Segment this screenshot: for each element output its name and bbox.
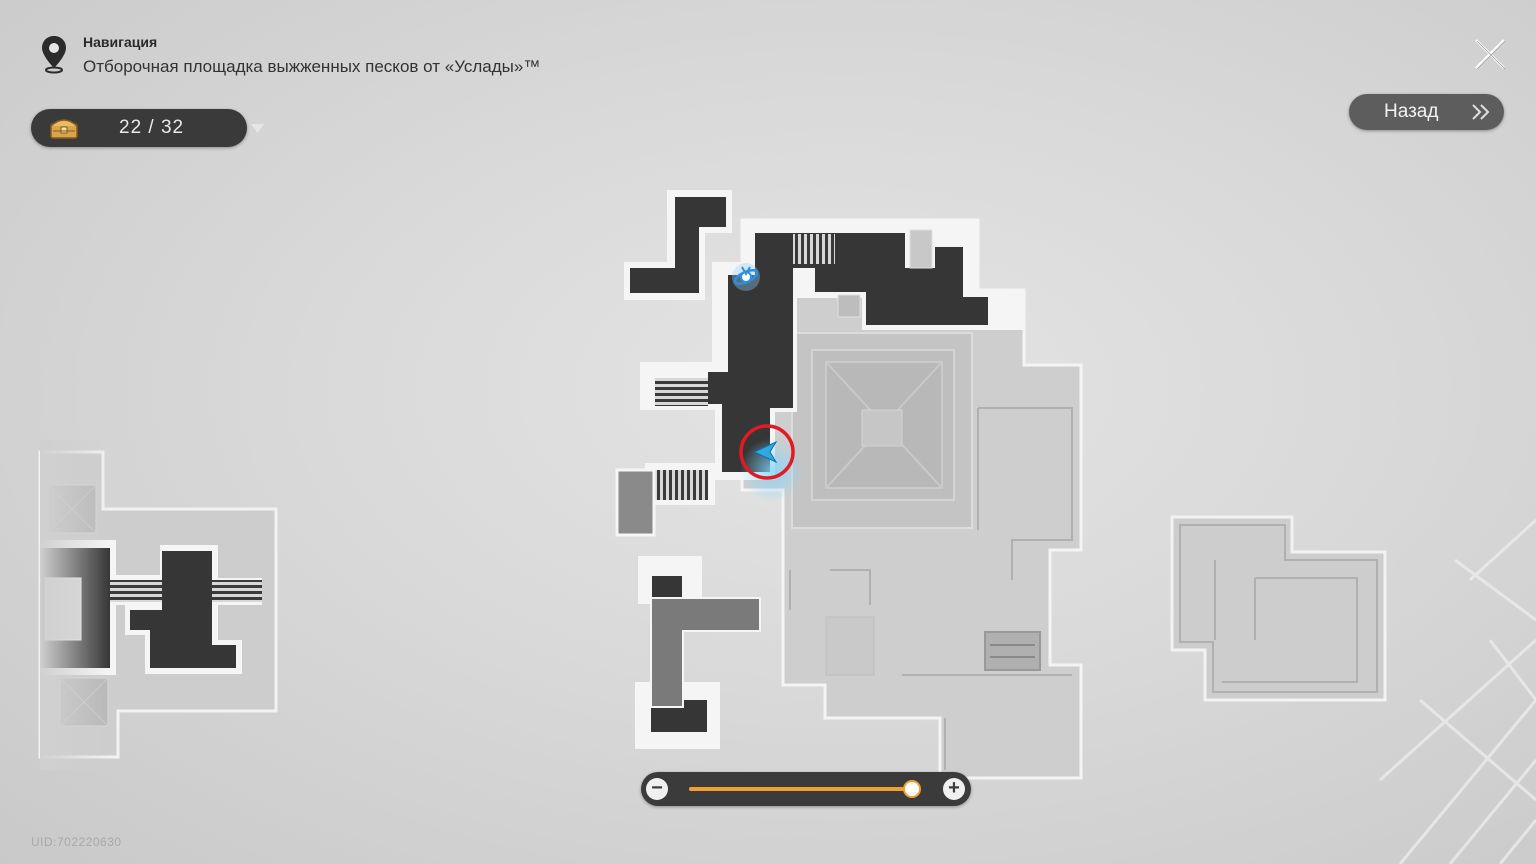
back-button[interactable]: Назад <box>1349 94 1504 130</box>
background-streets <box>1378 518 1536 864</box>
highlight-circle <box>739 424 795 480</box>
location-name: Отборочная площадка выжженных песков от … <box>83 57 541 76</box>
current-floor-rooms <box>615 190 1024 749</box>
zoom-out-button[interactable]: − <box>646 778 668 800</box>
treasure-chest-icon <box>50 119 78 139</box>
close-x-icon[interactable] <box>1470 34 1510 74</box>
back-button-label: Назад <box>1384 101 1439 122</box>
treasure-count: 22 / 32 <box>119 117 185 138</box>
user-id: UID:702220630 <box>31 835 122 849</box>
zoom-track[interactable] <box>689 780 922 798</box>
space-anchor-icon[interactable] <box>732 263 760 291</box>
zoom-slider-bar: − + <box>641 772 971 806</box>
west-building <box>38 440 278 770</box>
location-pin-icon <box>42 36 66 74</box>
zoom-in-button[interactable]: + <box>943 778 965 800</box>
player-arrow-icon <box>752 440 778 464</box>
player-position <box>739 424 804 502</box>
navigation-label: Навигация <box>83 34 158 50</box>
east-building <box>1170 515 1387 702</box>
zoom-fill <box>689 787 913 791</box>
zoom-slider-handle[interactable] <box>903 780 922 798</box>
double-chevron-right-icon <box>1472 104 1490 120</box>
treasure-counter-dropdown[interactable]: 22 / 32 <box>31 109 264 147</box>
triangle-down-icon <box>251 124 264 133</box>
central-plaza-area <box>740 218 1083 780</box>
